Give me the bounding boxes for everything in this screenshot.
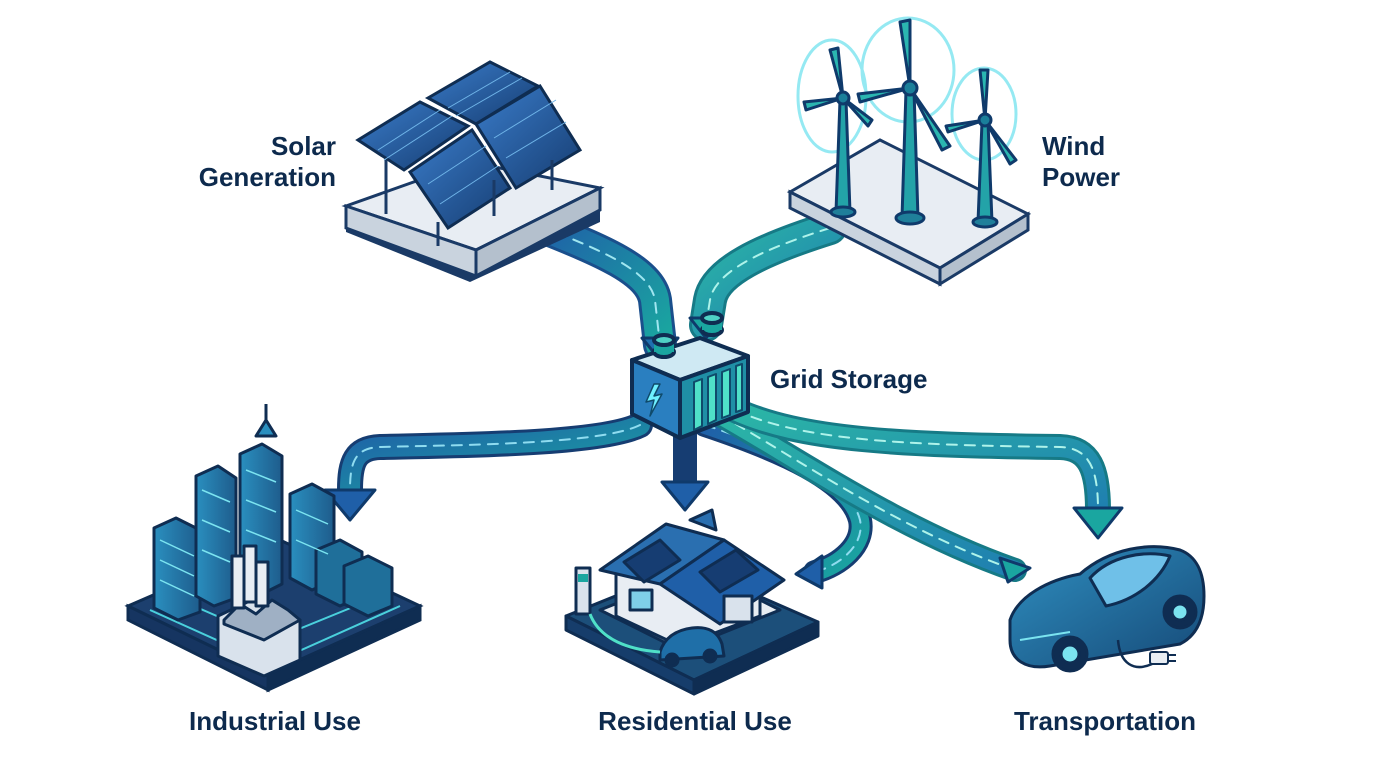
wind-label-line1: Wind <box>1042 131 1106 161</box>
arrowhead-residential <box>660 480 710 512</box>
wind-to-storage-pipe <box>689 211 847 342</box>
residential-use-label: Residential Use <box>598 706 792 736</box>
storage-to-car-diagonal-pipe <box>708 403 1027 582</box>
wind-power-label: Wind Power <box>1042 131 1192 193</box>
wind-turbine-icon <box>802 18 1018 229</box>
arrowhead-house <box>794 554 824 590</box>
house-icon <box>564 508 820 696</box>
solar-farm-illustration <box>341 60 605 282</box>
city-factory-icon <box>124 404 424 693</box>
residential-car <box>658 626 726 668</box>
flow-pipes <box>337 209 1111 584</box>
transportation-label: Transportation <box>1013 706 1196 736</box>
grid-storage-label: Grid Storage <box>770 364 928 394</box>
storage-to-transportation-pipe <box>722 397 1111 523</box>
solar-panel-icon <box>355 60 583 246</box>
wind-label-line2: Power <box>1042 162 1121 192</box>
solar-label-line1: Solar <box>270 131 336 161</box>
storage-to-industrial-pipe <box>337 412 653 503</box>
wind-farm-illustration <box>786 16 1032 287</box>
solar-label-line2: Generation <box>198 162 336 192</box>
arrowhead-industrial <box>323 488 377 522</box>
solar-to-storage-pipe <box>523 209 677 362</box>
solar-generation-label: Solar Generation <box>150 131 336 193</box>
arrowhead-car-diagonal <box>998 556 1032 584</box>
solar-platform-side <box>474 185 602 279</box>
wind-platform-side <box>938 211 1030 287</box>
arrowhead-transportation <box>1072 506 1124 540</box>
electric-car-icon <box>1008 545 1206 673</box>
battery-icon <box>630 311 750 440</box>
industrial-use-label: Industrial Use <box>189 706 361 736</box>
